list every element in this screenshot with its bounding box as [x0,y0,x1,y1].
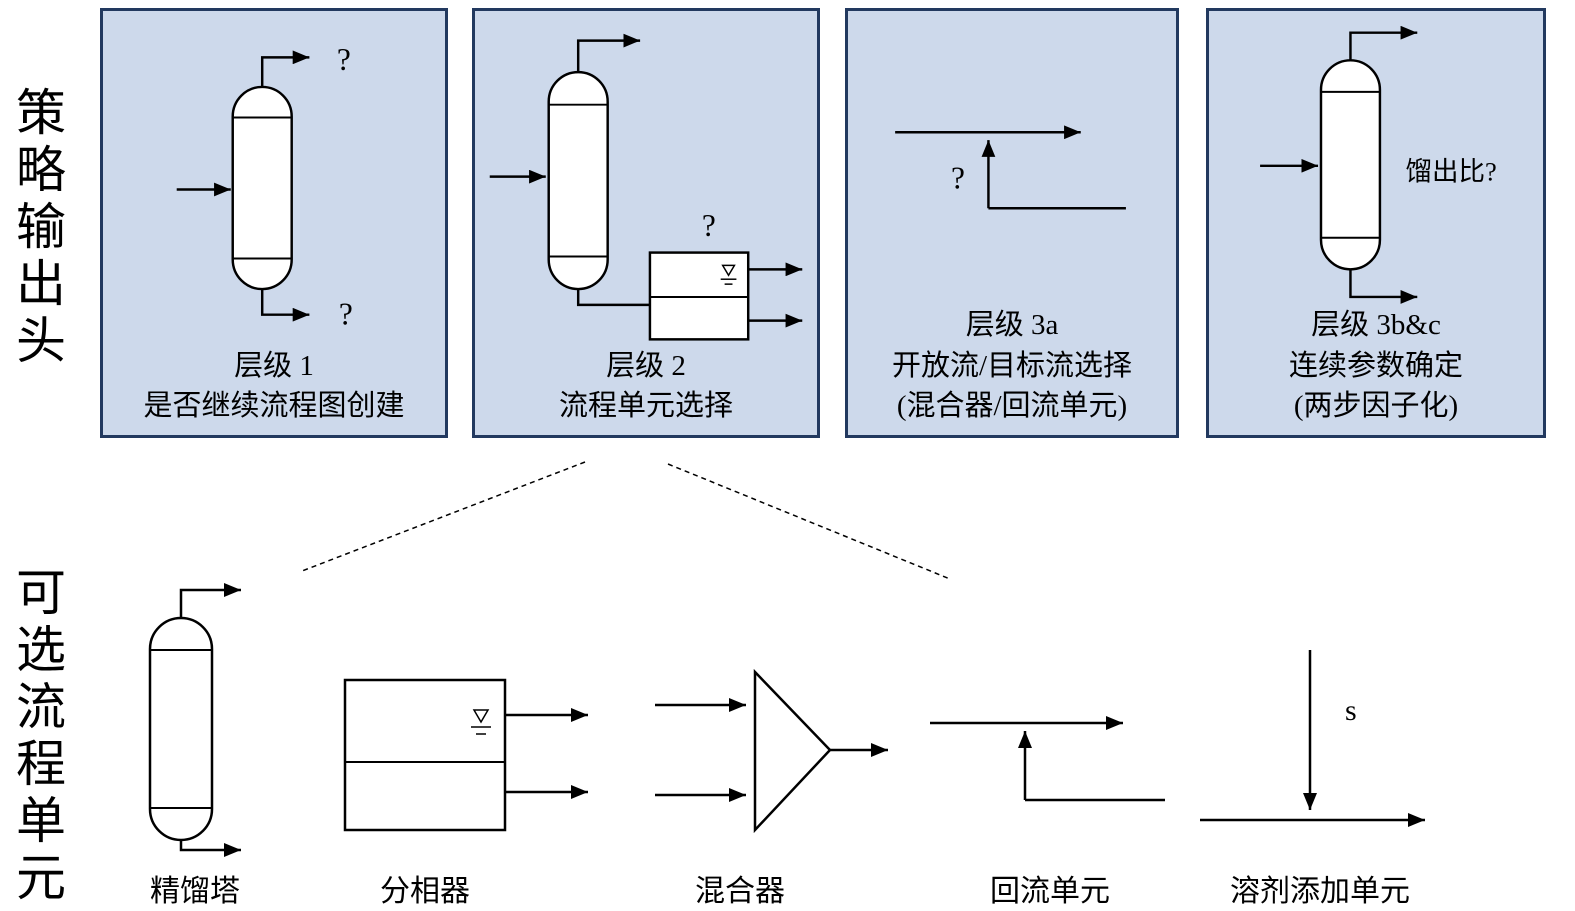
panel-level-3a: ? 层级 3a 开放流/目标流选择 (混合器/回流单元) [845,8,1179,438]
column-decanter-icon: ? [489,33,803,341]
unit-label-solvent-add: 溶剂添加单元 [1230,875,1410,908]
unit-recycle: 回流单元 [915,578,1185,910]
dashed-connector-left [301,461,586,572]
question-mark-top: ? [337,42,351,77]
panel-title-line: 连续参数确定 [1288,349,1463,382]
unit-label-distillation-column: 精馏塔 [150,875,240,908]
panel-title-line: (两步因子化) [1293,390,1459,423]
panel-level-2: ? 层级 2 流程单元选择 [472,8,820,438]
solvent-add-icon: s [1200,650,1425,827]
panel-title-line: 开放流/目标流选择 [891,349,1133,382]
panel-title: 层级 3a 开放流/目标流选择 (混合器/回流单元) [848,305,1176,427]
liquid-level-icon [720,264,737,285]
panel-level-3bc: 馏出比? 层级 3b&c 连续参数确定 (两步因子化) [1206,8,1546,438]
question-mark-bottom: ? [339,297,353,332]
panel-title-line: 层级 3a [965,309,1059,342]
panel-level-1: ? ? 层级 1 是否继续流程图创建 [100,8,448,438]
unit-solvent-add: s 溶剂添加单元 [1185,578,1455,910]
panel-title-line: 是否继续流程图创建 [143,390,405,423]
mixer-icon [655,668,888,834]
panel-title-line: (混合器/回流单元) [896,390,1128,423]
recycle-question-icon: ? [895,125,1126,210]
distillate-ratio-annotation: 馏出比? [1405,157,1496,187]
liquid-level-icon [471,709,491,735]
panel-title-line: 层级 1 [234,349,314,382]
row-label-selectable-units: 可选流程单元 [9,566,65,908]
unit-label-decanter: 分相器 [380,875,470,908]
unit-mixer: 混合器 [640,578,910,910]
unit-distillation-column: 精馏塔 [115,578,275,910]
unit-label-recycle: 回流单元 [990,875,1110,908]
panel-title-line: 层级 3b&c [1311,309,1441,342]
distillation-column-icon [148,583,241,857]
column-two-questions-icon: ? ? [176,42,353,332]
panel-title: 层级 3b&c 连续参数确定 (两步因子化) [1209,305,1543,427]
question-mark-stream: ? [951,160,965,195]
panel-title-line: 层级 2 [606,349,686,382]
recycle-icon [930,716,1165,802]
solvent-stream-annotation: s [1345,694,1357,727]
unit-decanter: 分相器 [330,578,600,910]
unit-label-mixer: 混合器 [695,875,785,908]
dashed-connector-right [667,463,951,580]
panel-title-line: 流程单元选择 [558,390,733,423]
decanter-icon [343,678,588,832]
question-mark-unit: ? [702,208,716,243]
column-ratio-icon: 馏出比? [1260,25,1497,304]
row-label-policy-output-heads: 策略输出头 [9,86,65,371]
panel-title: 层级 2 流程单元选择 [475,346,817,427]
panel-title: 层级 1 是否继续流程图创建 [103,346,445,427]
